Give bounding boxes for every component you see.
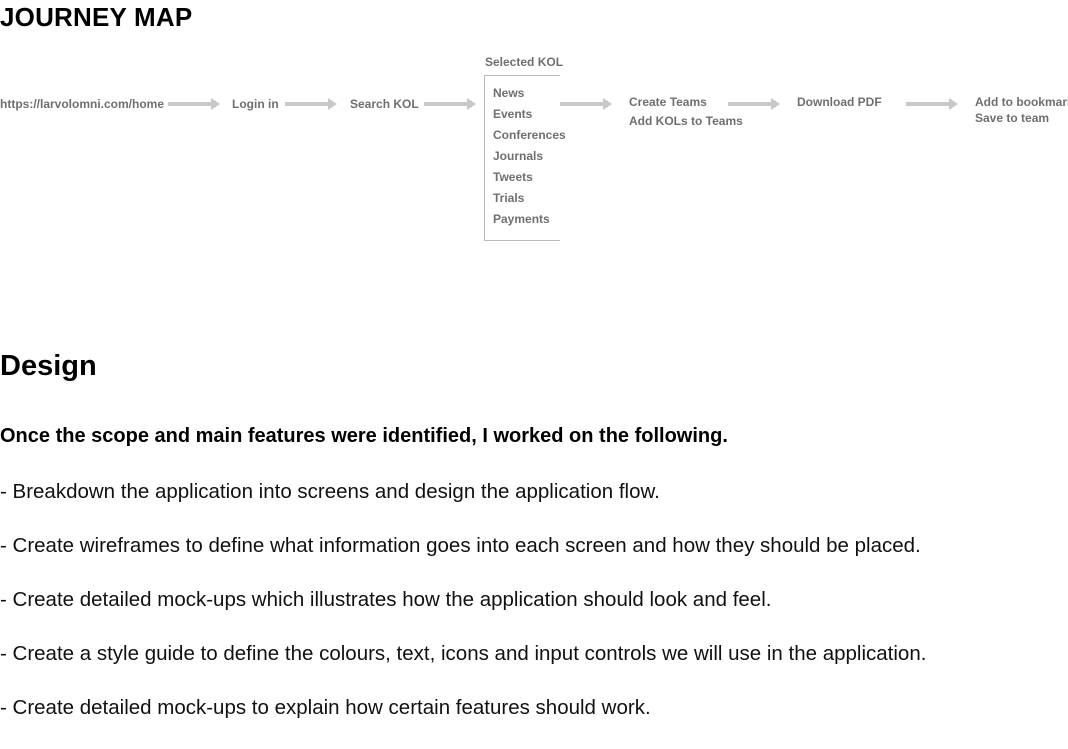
- design-bullet: - Breakdown the application into screens…: [0, 480, 660, 503]
- arrow-right-icon: [906, 98, 958, 110]
- step-url: https://larvolomni.com/home: [0, 97, 165, 111]
- step-download-pdf: Download PDF: [797, 95, 882, 109]
- design-bullet: - Create detailed mock-ups which illustr…: [0, 588, 772, 611]
- arrow-right-icon: [424, 98, 476, 110]
- step-add-kols-to-teams: Add KOLs to Teams: [629, 114, 743, 128]
- selected-kol-list: News Events Conferences Journals Tweets …: [493, 84, 566, 231]
- design-heading: Design: [0, 350, 97, 382]
- arrow-right-icon: [560, 98, 612, 110]
- design-bullet: - Create a style guide to define the col…: [0, 642, 927, 665]
- selected-kol-box: [484, 75, 560, 241]
- design-bullet: - Create detailed mock-ups to explain ho…: [0, 696, 651, 719]
- step-login: Login in: [232, 97, 279, 111]
- selected-kol-title: Selected KOL: [485, 55, 564, 69]
- journey-map-title: JOURNEY MAP: [0, 2, 193, 32]
- kol-item-tweets: Tweets: [493, 170, 533, 184]
- design-bullet-list: - Breakdown the application into screens…: [0, 479, 926, 749]
- step-add-to-bookmark: Add to bookmark: [975, 95, 1068, 109]
- kol-item-journals: Journals: [493, 149, 544, 163]
- step-save-to-team: Save to team: [975, 111, 1050, 125]
- kol-item-events: Events: [493, 107, 533, 121]
- step-create-teams: Create Teams: [629, 95, 707, 109]
- design-lead: Once the scope and main features were id…: [0, 425, 728, 447]
- arrow-right-icon: [285, 98, 337, 110]
- kol-item-news: News: [493, 86, 525, 100]
- design-bullet: - Create wireframes to define what infor…: [0, 534, 921, 557]
- kol-item-trials: Trials: [493, 191, 525, 205]
- kol-item-conferences: Conferences: [493, 128, 566, 142]
- arrow-right-icon: [168, 98, 220, 110]
- arrow-right-icon: [728, 98, 780, 110]
- kol-item-payments: Payments: [493, 212, 550, 226]
- step-search-kol: Search KOL: [350, 97, 419, 111]
